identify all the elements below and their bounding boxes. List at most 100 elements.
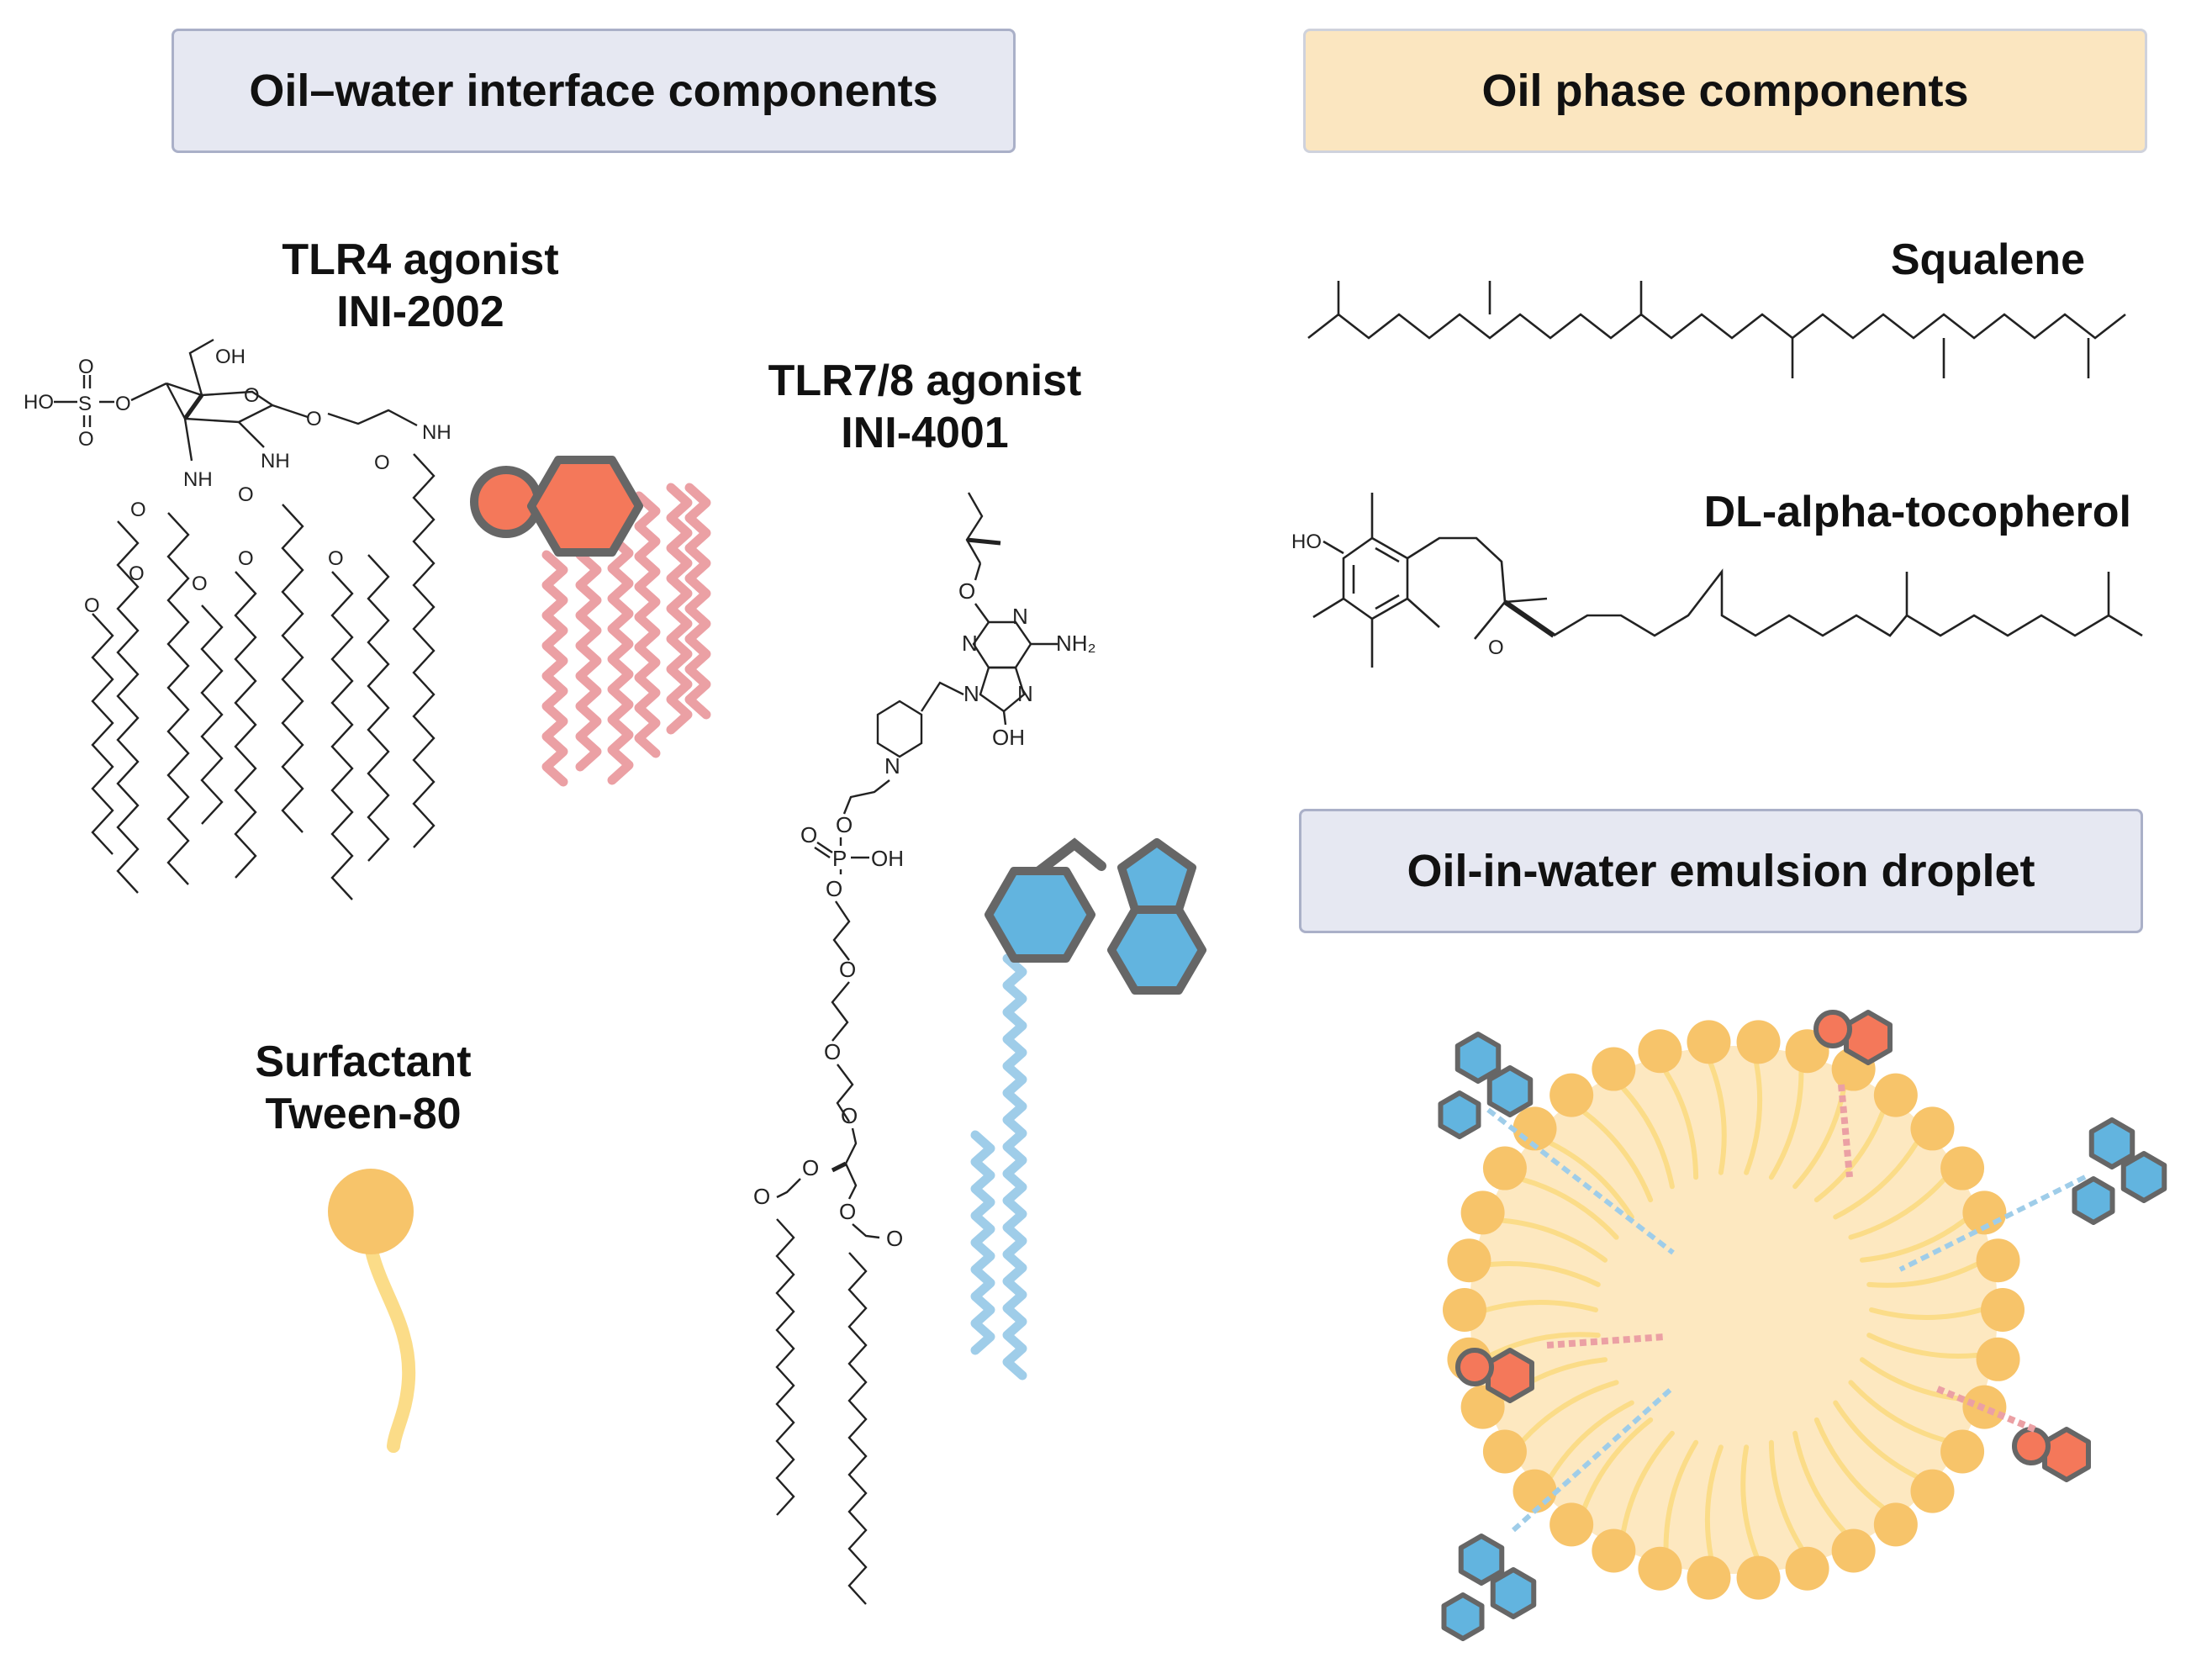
droplet-surfactant-tail	[1866, 1261, 1979, 1288]
atom-nh2: NH₂	[1056, 631, 1096, 656]
atom-o: O	[328, 547, 344, 570]
droplet-agonist-ring	[1844, 1010, 1893, 1065]
tlr4-icon-tail	[541, 550, 568, 787]
tlr4-acyl-chain	[234, 571, 257, 879]
atom-o: O	[115, 393, 131, 415]
droplet-surfactant-tail	[1740, 1444, 1760, 1559]
droplet-surfactant-tail	[1548, 1140, 1634, 1220]
droplet-agonist-tail	[1511, 1385, 1676, 1533]
droplet-surfactant-tail	[1581, 1110, 1654, 1203]
droplet-surfactant-head	[1873, 1502, 1918, 1547]
droplet-surfactant-head	[1940, 1429, 1985, 1474]
tlr4-icon-tail	[634, 491, 661, 758]
atom-n: N	[962, 631, 978, 656]
droplet-agonist-tail	[1898, 1175, 2087, 1272]
droplet-surfactant-head	[1976, 1238, 2020, 1283]
droplet-surfactant-tail	[1484, 1300, 1598, 1312]
tlr4-acyl-chain	[91, 613, 114, 855]
droplet-agonist-ring	[1490, 1567, 1537, 1619]
droplet-surfactant-tail	[1663, 1439, 1699, 1550]
atom-nh: NH	[261, 450, 290, 473]
atom-o: O	[753, 1184, 770, 1209]
droplet-agonist-tail	[1838, 1084, 1853, 1178]
droplet-agonist-ring	[2120, 1151, 2167, 1203]
atom-p: P	[832, 846, 847, 871]
tlr78-icon-pentagon	[1117, 838, 1196, 914]
atom-o: O	[78, 428, 94, 451]
tlr4-icon-hexagon	[527, 456, 643, 557]
header-droplet: Oil-in-water emulsion droplet	[1299, 809, 2143, 933]
header-oil-phase-text: Oil phase components	[1481, 66, 1969, 116]
droplet-surfactant-head	[1687, 1020, 1731, 1064]
tlr78-structure: O N N NH₂ N N OH N O P O OH	[753, 492, 1096, 1605]
tlr78-icon-hexagon2	[1107, 905, 1206, 995]
droplet-surfactant-tail	[1744, 1061, 1763, 1175]
tlr78-acyl-chain	[775, 1218, 795, 1516]
droplet-surfactant-tail	[1620, 1085, 1675, 1190]
droplet-agonist-tail	[1486, 1107, 1675, 1255]
droplet-surfactant-head	[1736, 1555, 1781, 1600]
droplet-surfactant-tail	[1866, 1333, 1979, 1359]
droplet-agonist-ring	[1438, 1090, 1481, 1139]
droplet-surfactant-tail	[1813, 1110, 1886, 1203]
tlr4-structure: HO S O O O O OH O NH NH NH	[24, 338, 451, 900]
tlr4-acyl-chain	[166, 512, 190, 885]
atom-oh: OH	[215, 346, 245, 368]
atom-o: O	[192, 573, 208, 595]
surfactant-head	[328, 1169, 414, 1254]
atom-o: O	[824, 1039, 841, 1064]
tlr4-icon-circle	[470, 466, 542, 538]
atom-n: N	[884, 753, 900, 779]
atom-o: O	[374, 451, 390, 474]
emulsion-droplet-icon	[1438, 1010, 2167, 1641]
droplet-surfactant-tail	[1488, 1260, 1601, 1287]
droplet-agonist-tail	[1932, 1384, 2036, 1433]
droplet-surfactant-head	[1976, 1337, 2020, 1381]
tlr4-icon-tail	[607, 533, 634, 785]
droplet-surfactant-head	[1447, 1238, 1491, 1283]
surfactant-tail	[361, 1204, 416, 1453]
droplet-surfactant-head	[1592, 1528, 1636, 1573]
droplet-agonist-ring	[2088, 1117, 2135, 1169]
atom-o: O	[800, 822, 817, 847]
atom-o: O	[802, 1155, 819, 1180]
tlr4-icon-tail	[684, 483, 711, 720]
droplet-surfactant-tail	[1488, 1332, 1601, 1359]
droplet-surfactant-tail	[1848, 1177, 1946, 1240]
tlr4-label-line1: TLR4 agonist	[282, 235, 559, 284]
droplet-surfactant-tail	[1848, 1380, 1946, 1443]
surfactant-label-line1: Surfactant	[255, 1037, 472, 1086]
droplet-surfactant-tail	[1833, 1140, 1919, 1220]
droplet-agonist-circle	[1455, 1348, 1494, 1386]
droplet-surfactant-tail	[1869, 1307, 1983, 1320]
droplet-surfactant-head	[1460, 1190, 1505, 1235]
atom-o: O	[130, 499, 146, 521]
tlr4-acyl-chain	[200, 604, 224, 825]
droplet-agonist-ring	[2072, 1176, 2115, 1225]
atom-o: O	[306, 408, 322, 430]
droplet-surfactant-head	[1940, 1146, 1985, 1190]
droplet-surfactant-tail	[1581, 1417, 1654, 1510]
droplet-surfactant-tail	[1813, 1417, 1886, 1510]
tlr78-icon-tail	[1002, 953, 1027, 1381]
surfactant-label: Surfactant Tween-80	[195, 1036, 531, 1140]
atom-o: O	[836, 812, 853, 837]
droplet-surfactant-tail	[1833, 1400, 1919, 1480]
atom-o: O	[1488, 636, 1504, 659]
droplet-surfactant-tail	[1500, 1217, 1608, 1263]
droplet-agonist-circle	[1813, 1010, 1852, 1048]
droplet-surfactant-tail	[1521, 1380, 1619, 1443]
atom-s: S	[78, 393, 92, 415]
atom-nh: NH	[183, 468, 213, 491]
droplet-surfactant-head	[1831, 1528, 1876, 1573]
tlr4-acyl-chain	[281, 504, 304, 833]
atom-o: O	[244, 384, 260, 407]
droplet-surfactant-head	[1736, 1020, 1781, 1064]
droplet-agonist-ring	[1486, 1348, 1534, 1403]
droplet-agonist-ring	[2042, 1427, 2091, 1482]
squalene-label: Squalene	[1890, 235, 2085, 284]
atom-oh: OH	[871, 846, 904, 871]
tlr78-agonist-icon	[970, 837, 1206, 1381]
